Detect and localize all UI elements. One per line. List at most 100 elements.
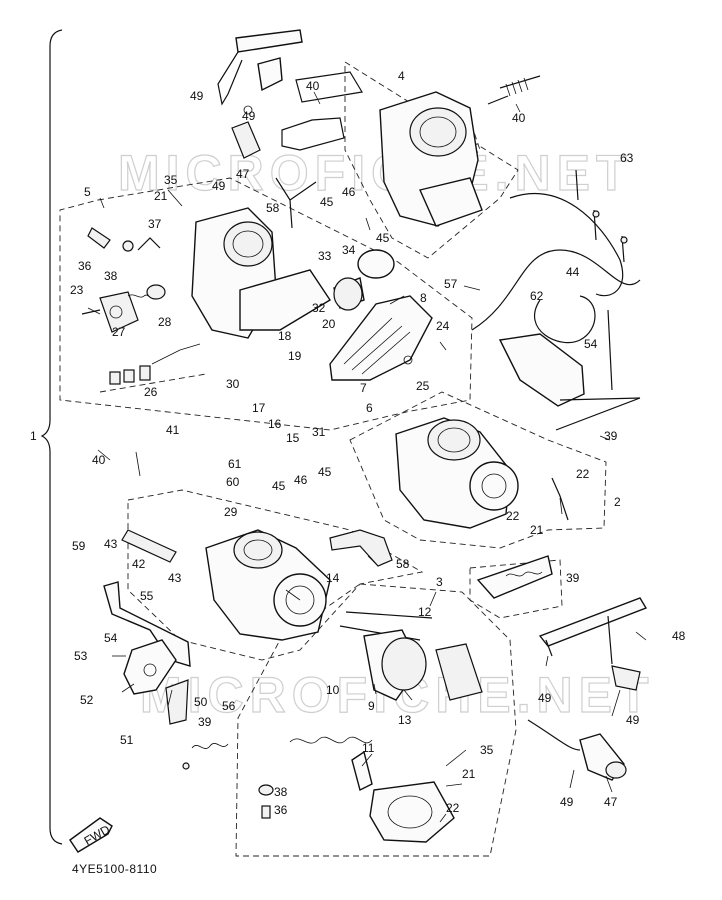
jet-parts-26	[99, 343, 207, 393]
callout-47b: 47	[604, 795, 618, 809]
top-link-assembly	[217, 29, 363, 229]
callout-62: 62	[530, 289, 544, 303]
callout-49a: 49	[190, 89, 204, 103]
callout-47a: 47	[236, 167, 250, 181]
lower-cover-plate	[369, 781, 455, 843]
callout-9: 9	[368, 699, 375, 713]
drawing-code: 4YE5100-8110	[72, 862, 158, 876]
callout-49c: 49	[212, 179, 226, 193]
callout-61: 61	[228, 457, 242, 471]
callout-44: 44	[566, 265, 580, 279]
callout-32: 32	[312, 301, 326, 315]
diaphragm-group-lower	[289, 611, 483, 792]
hose-58-lower	[329, 529, 393, 567]
carburetor-body-2	[395, 417, 569, 529]
callout-11: 11	[362, 741, 375, 755]
callout-51: 51	[120, 733, 134, 747]
callout-43b: 43	[168, 571, 182, 585]
throttle-rod-right	[555, 397, 641, 431]
callout-35b: 35	[480, 743, 494, 757]
watermark-top: MICROFICHE.NET	[118, 145, 633, 201]
cable-assembly	[471, 169, 641, 344]
callout-5: 5	[84, 185, 91, 199]
callout-54a: 54	[584, 337, 598, 351]
callout-12: 12	[418, 605, 432, 619]
callout-13: 13	[398, 713, 412, 727]
callout-6: 6	[366, 401, 373, 415]
callout-38a: 38	[104, 269, 118, 283]
callout-37: 37	[148, 217, 162, 231]
callout-33: 33	[318, 249, 332, 263]
callout-39b: 39	[566, 571, 580, 585]
callout-1: 1	[30, 429, 37, 443]
callout-40b: 40	[512, 111, 526, 125]
callout-22a: 22	[576, 467, 590, 481]
callout-34: 34	[342, 243, 356, 257]
callout-8: 8	[420, 291, 427, 305]
callout-49b: 49	[242, 109, 256, 123]
choke-bracket-lower-right	[476, 555, 553, 599]
callout-45d: 45	[318, 465, 332, 479]
callout-49f: 49	[560, 795, 574, 809]
pipe-42	[121, 529, 177, 563]
callout-27: 27	[112, 325, 126, 339]
callout-3: 3	[436, 575, 443, 589]
callout-45a: 45	[320, 195, 334, 209]
callout-labels: 1 2 3 4 5 6 7 8 9 10 11 12 13 14 15 16 1…	[30, 69, 686, 817]
float-cover-8	[329, 295, 433, 381]
callout-40c: 40	[92, 453, 106, 467]
callout-24: 24	[436, 319, 450, 333]
callout-29: 29	[224, 505, 238, 519]
callout-18: 18	[278, 329, 292, 343]
callout-41: 41	[166, 423, 180, 437]
callout-63: 63	[620, 151, 634, 165]
callout-50: 50	[194, 695, 208, 709]
callout-40a: 40	[306, 79, 320, 93]
small-parts-left	[81, 227, 161, 315]
callout-45c: 45	[272, 479, 286, 493]
lower-left-springs	[182, 743, 274, 819]
callout-25: 25	[416, 379, 430, 393]
callout-15: 15	[286, 431, 300, 445]
callout-17: 17	[252, 401, 266, 415]
callout-43a: 43	[104, 537, 118, 551]
callout-14: 14	[326, 571, 340, 585]
diaphragm-group-upper	[333, 249, 395, 311]
callout-26: 26	[144, 385, 158, 399]
callout-23: 23	[70, 283, 84, 297]
callout-52: 52	[80, 693, 94, 707]
carburetor-body-5	[99, 207, 331, 339]
callout-19: 19	[288, 349, 302, 363]
carburetor-body-3	[205, 529, 331, 641]
callout-53: 53	[74, 649, 88, 663]
callout-10: 10	[326, 683, 340, 697]
callout-58b: 58	[396, 557, 410, 571]
callout-58a: 58	[266, 201, 280, 215]
callout-48: 48	[672, 629, 686, 643]
callout-20: 20	[322, 317, 336, 331]
assembly-brace	[40, 29, 63, 845]
callout-31: 31	[312, 425, 326, 439]
callout-35a: 35	[164, 173, 178, 187]
callout-54b: 54	[104, 631, 118, 645]
callout-49d: 49	[538, 691, 552, 705]
callout-39a: 39	[604, 429, 618, 443]
callout-4: 4	[398, 69, 405, 83]
callout-60: 60	[226, 475, 240, 489]
callout-7: 7	[360, 381, 367, 395]
throttle-link-bar	[527, 597, 648, 781]
callout-38b: 38	[274, 785, 288, 799]
callout-55: 55	[140, 589, 154, 603]
callout-36a: 36	[78, 259, 92, 273]
callout-36b: 36	[274, 803, 288, 817]
callout-leaders	[87, 91, 647, 823]
callout-45b: 45	[376, 231, 390, 245]
carburetor-body-4	[379, 75, 541, 227]
callout-21c: 21	[462, 767, 476, 781]
callout-2: 2	[614, 495, 621, 509]
callout-21b: 21	[530, 523, 544, 537]
callout-30: 30	[226, 377, 240, 391]
callout-49e: 49	[626, 713, 640, 727]
callout-46b: 46	[294, 473, 308, 487]
